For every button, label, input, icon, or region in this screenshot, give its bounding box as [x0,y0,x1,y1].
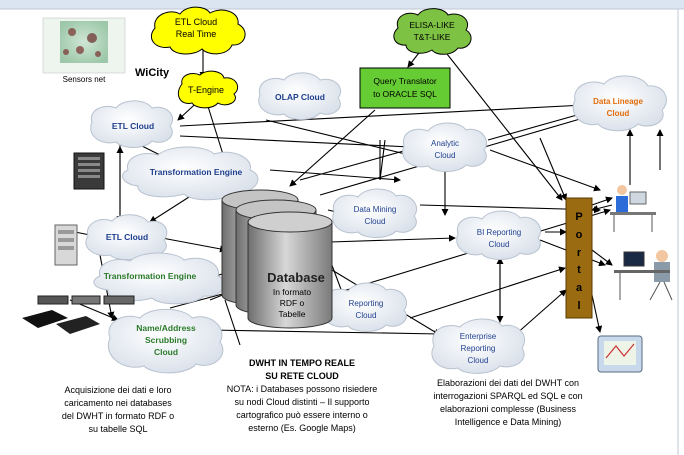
elisa-like-cloud: ELISA-LIKE T&T-LIKE [393,8,472,55]
network-devices-icon [22,295,135,334]
name-address-line1: Name/Address [136,323,196,333]
name-address-line3: Cloud [154,347,178,357]
name-address-line2: Scrubbing [145,335,187,345]
portal-letter-6: l [577,300,580,312]
caption-left-line4: su tabelle SQL [88,424,148,434]
analytic-line1: Analytic [431,139,459,148]
etl-cloud-rt-line1: ETL Cloud [175,17,217,27]
olap-cloud: OLAP Cloud [258,72,342,120]
server-tower-icon [73,152,105,190]
caption-left-line2: caricamento nei databases [64,398,172,408]
caption-center-note1: NOTA: i Databases possono risiedere [226,384,378,394]
bi-reporting-line2: Cloud [489,240,510,249]
reporting-cloud: Reporting Cloud [322,282,408,332]
data-lineage-line1: Data Lineage [593,97,643,106]
tablet-map-icon [597,335,643,373]
caption-center-note4: esterno (Es. Google Maps) [248,423,356,433]
etl-cloud-real-time: ETL Cloud Real Time [150,6,246,55]
elisa-line1: ELISA-LIKE [409,20,455,30]
portal-letter-1: P [575,211,582,223]
caption-center-note2: su nodi Cloud distinti – Il supporto [234,397,370,407]
data-lineage-cloud: Data Lineage Cloud [572,75,667,132]
enterprise-line2: Reporting [461,344,496,353]
caption-center-title2: SU RETE CLOUD [265,371,339,381]
t-engine-label: T-Engine [188,85,224,95]
query-translator-line1: Query Translator [373,76,436,86]
analytic-line2: Cloud [435,151,456,160]
caption-left: Acquisizione dei dati e loro caricamento… [38,384,198,436]
enterprise-reporting-cloud: Enterprise Reporting Cloud [431,318,525,374]
enterprise-line1: Enterprise [460,332,497,341]
etl-cloud-top-label: ETL Cloud [112,121,154,131]
query-translator-box: Query Translator to ORACLE SQL [359,67,451,109]
olap-cloud-label: OLAP Cloud [275,92,325,102]
portal-letter-5: a [576,282,583,294]
etl-cloud-mid: ETL Cloud [85,214,168,261]
window-top-bar [0,0,684,9]
query-translator-line2: to ORACLE SQL [373,89,437,99]
database-cylinders: Database In formato RDF o Tabelle [221,189,333,329]
caption-left-line3: del DWHT in formato RDF o [61,411,175,421]
caption-center: DWHT IN TEMPO REALE SU RETE CLOUD NOTA: … [212,357,392,435]
transformation-engine-mid-label: Transformation Engine [104,271,197,281]
reporting-line1: Reporting [349,299,384,308]
transformation-engine-top: Transformation Engine [122,146,259,201]
wicity-label: WiCity [135,67,170,79]
server-rack-icon [54,224,78,266]
etl-cloud-top: ETL Cloud [90,100,174,148]
database-sub-line2: RDF o [280,298,305,308]
caption-right-line1: Elaborazioni dei dati del DWHT con [437,378,579,388]
enterprise-line3: Cloud [468,356,489,365]
name-address-scrubbing-cloud: Name/Address Scrubbing Cloud [107,308,224,374]
reporting-line2: Cloud [356,311,377,320]
portal-letter-4: t [577,264,581,276]
caption-right: Elaborazioni dei dati del DWHT con inter… [418,377,598,429]
analytic-cloud: Analytic Cloud [402,122,488,172]
database-sub-line3: Tabelle [279,309,306,319]
portal-letter-3: r [577,247,582,259]
user-at-desk-icon [610,185,656,232]
data-mining-cloud: Data Mining Cloud [332,188,418,238]
t-engine-cloud: T-Engine [177,70,239,109]
database-title: Database [267,270,325,285]
bi-reporting-cloud: BI Reporting Cloud [456,210,542,260]
caption-right-line4: Intelligence e Data Mining) [454,417,562,427]
etl-cloud-mid-label: ETL Cloud [106,232,148,242]
sensors-label: Sensors net [63,75,106,84]
caption-center-title1: DWHT IN TEMPO REALE [249,358,355,368]
database-sub-line1: In formato [273,287,312,297]
data-mining-line2: Cloud [365,217,386,226]
caption-right-line3: elaborazioni complesse (Business [439,404,577,414]
bi-reporting-line1: BI Reporting [477,228,521,237]
caption-left-line1: Acquisizione dei dati e loro [64,385,172,395]
user-workstation-icon [614,250,673,301]
data-mining-line1: Data Mining [354,205,397,214]
portal-bar: P o r t a l [565,197,593,319]
caption-right-line2: interrogazioni SPARQL ed SQL e con [433,391,583,401]
portal-letter-2: o [576,229,583,241]
elisa-line2: T&T-LIKE [414,32,451,42]
etl-cloud-rt-line2: Real Time [176,29,217,39]
data-lineage-line2: Cloud [607,109,630,118]
transformation-engine-top-label: Transformation Engine [150,167,243,177]
sensors-net-image: Sensors net [42,17,126,84]
caption-center-note3: cartografico può essere interno o [236,410,368,420]
